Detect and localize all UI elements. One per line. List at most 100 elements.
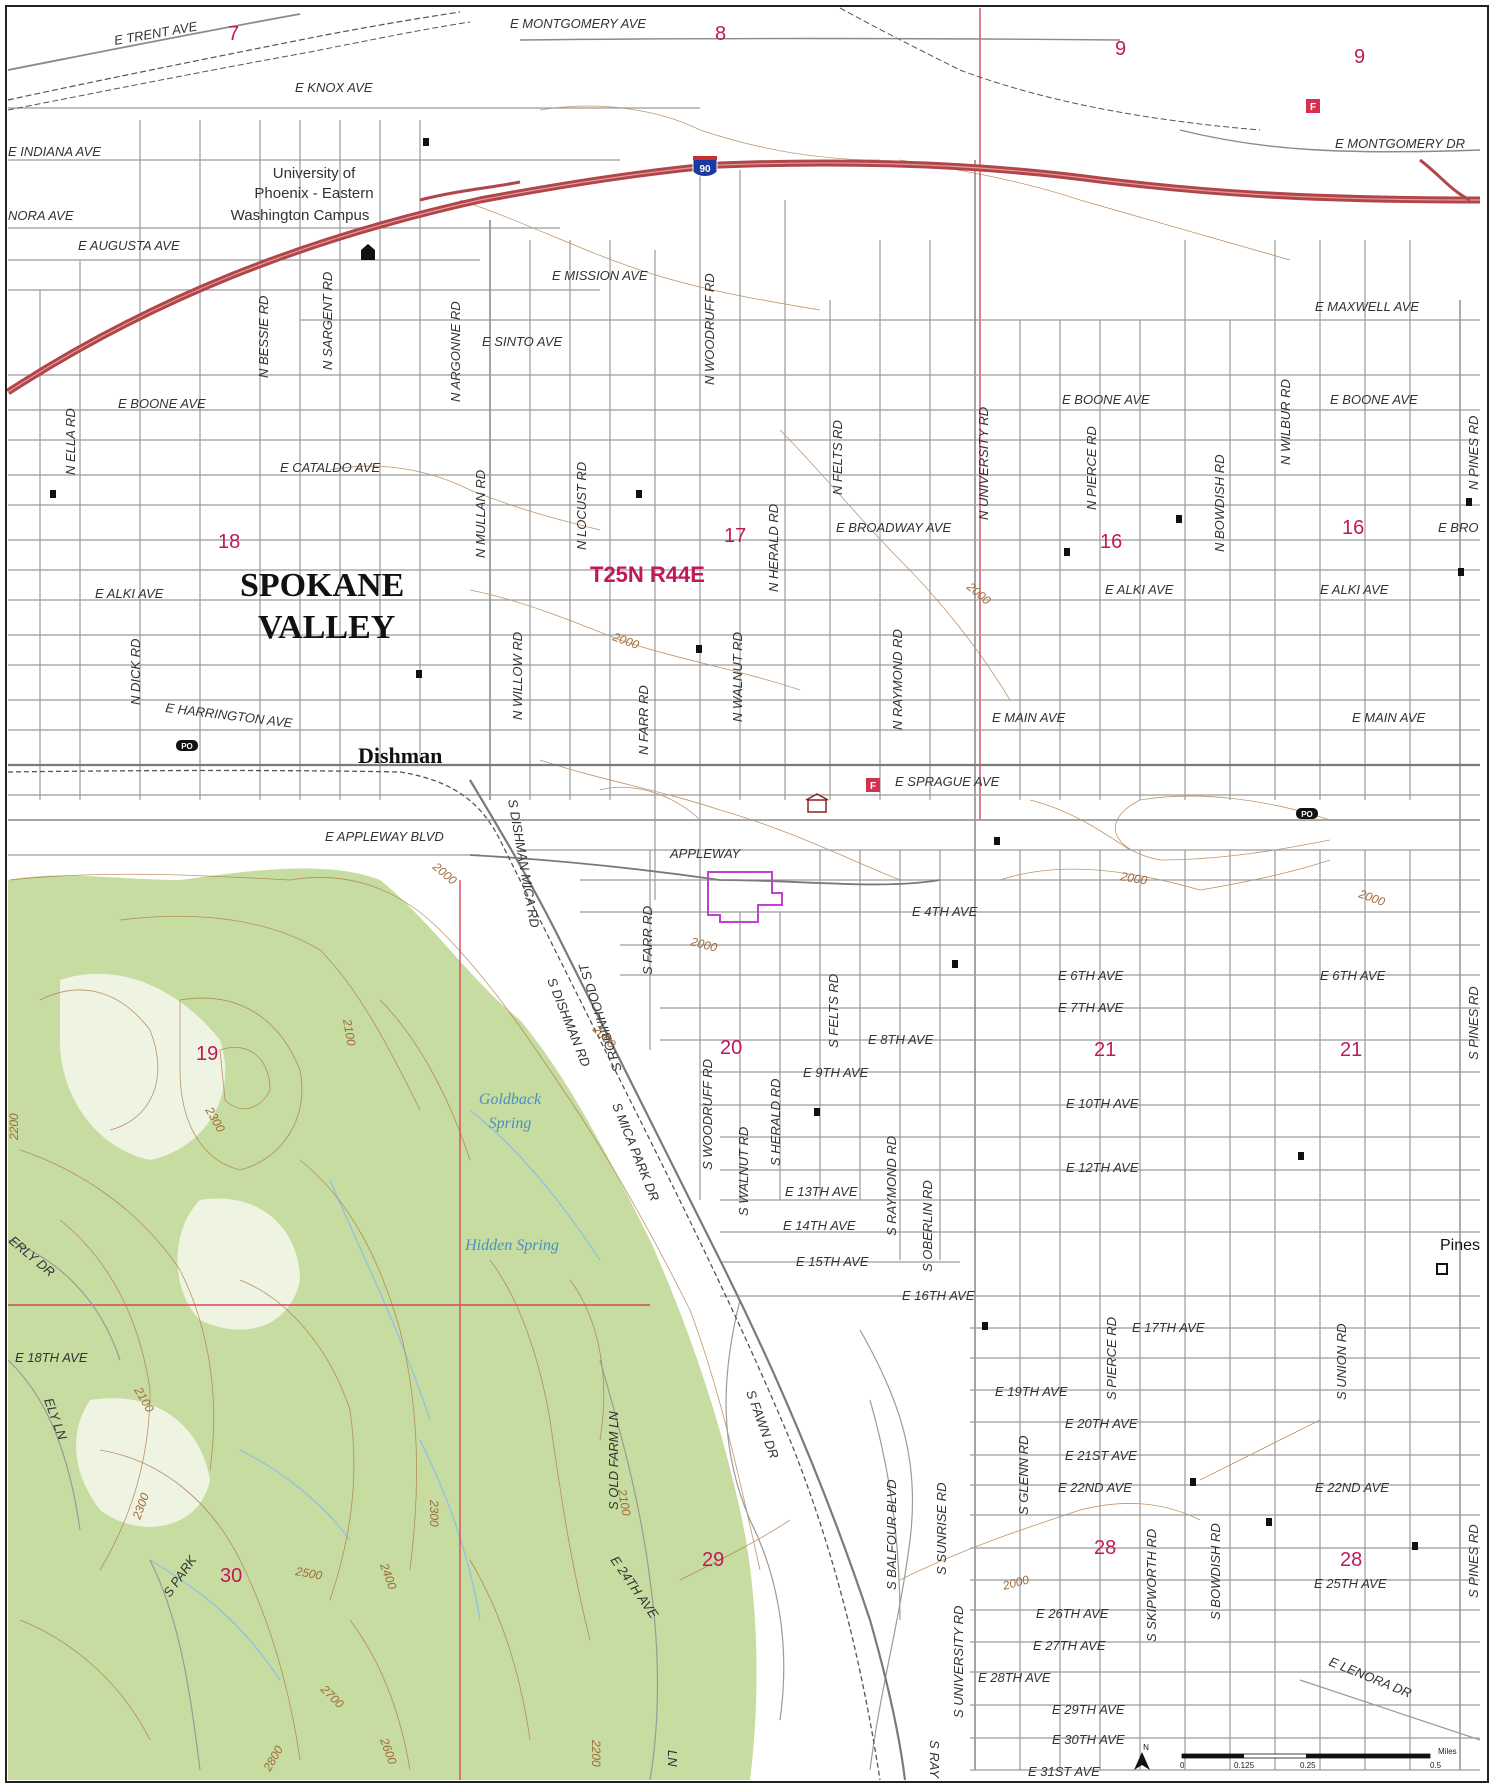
label-21st: E 21ST AVE bbox=[1065, 1448, 1137, 1463]
label-alki-e: E ALKI AVE bbox=[1320, 582, 1389, 597]
label-7th: E 7TH AVE bbox=[1058, 1000, 1124, 1015]
contour-2000-f: 2000 bbox=[1118, 869, 1148, 888]
label-skipworth: S SKIPWORTH RD bbox=[1144, 1529, 1159, 1642]
section-7: 7 bbox=[228, 23, 239, 45]
dishman-mica-road bbox=[469, 779, 907, 1781]
label-augusta: E AUGUSTA AVE bbox=[78, 238, 180, 253]
label-26th: E 26TH AVE bbox=[1036, 1606, 1109, 1621]
label-nora: NORA AVE bbox=[8, 208, 74, 223]
label-sargent: N SARGENT RD bbox=[320, 272, 335, 370]
label-knox: E KNOX AVE bbox=[295, 80, 373, 95]
contour-2000-a: 2000 bbox=[610, 629, 641, 652]
label-university-2: Phoenix - Eastern bbox=[254, 185, 373, 202]
label-maxwell: E MAXWELL AVE bbox=[1315, 299, 1419, 314]
contour-2000-g: 2000 bbox=[1356, 886, 1387, 909]
contour-2200-b: 2200 bbox=[589, 1739, 603, 1767]
university-icon bbox=[361, 244, 375, 260]
label-walnut-s: S WALNUT RD bbox=[736, 1127, 751, 1216]
museum-icon bbox=[805, 793, 829, 813]
scale-unit: Miles bbox=[1438, 1747, 1457, 1756]
scale-tick-0125: 0.125 bbox=[1234, 1761, 1255, 1770]
label-22nd-e: E 22ND AVE bbox=[1315, 1480, 1389, 1495]
section-numbers: 7 8 9 9 18 17 16 16 19 20 21 21 30 29 28… bbox=[196, 23, 1365, 1587]
label-farr-n: N FARR RD bbox=[636, 685, 651, 755]
label-10th: E 10TH AVE bbox=[1066, 1096, 1139, 1111]
label-17th: E 17TH AVE bbox=[1132, 1320, 1205, 1335]
interstate-shield-label: 90 bbox=[699, 164, 711, 175]
label-bessie: N BESSIE RD bbox=[256, 296, 271, 378]
section-9b: 9 bbox=[1354, 46, 1365, 68]
label-boone-w: E BOONE AVE bbox=[118, 396, 206, 411]
label-herald-n: N HERALD RD bbox=[766, 504, 781, 592]
label-valley: VALLEY bbox=[258, 609, 395, 646]
label-sprague: E SPRAGUE AVE bbox=[895, 774, 1000, 789]
label-cataldo: E CATALDO AVE bbox=[280, 460, 381, 475]
label-13th: E 13TH AVE bbox=[785, 1184, 858, 1199]
label-mission: E MISSION AVE bbox=[552, 268, 648, 283]
label-20th: E 20TH AVE bbox=[1065, 1416, 1138, 1431]
label-dishman-mica: S DISHMAN MICA RD bbox=[505, 798, 542, 929]
label-sunrise: S SUNRISE RD bbox=[934, 1483, 949, 1575]
label-old-farm: S OLD FARM LN bbox=[606, 1411, 621, 1510]
contour-2200: 2200 bbox=[7, 1113, 21, 1141]
section-19: 19 bbox=[196, 1043, 218, 1065]
label-14th: E 14TH AVE bbox=[783, 1218, 856, 1233]
label-19th: E 19TH AVE bbox=[995, 1384, 1068, 1399]
i90-ramp bbox=[419, 180, 521, 202]
label-12th: E 12TH AVE bbox=[1066, 1160, 1139, 1175]
contour-2100-b: 2100 bbox=[615, 1487, 634, 1517]
label-18th: E 18TH AVE bbox=[15, 1350, 88, 1365]
label-alki-w: E ALKI AVE bbox=[95, 586, 164, 601]
section-28a: 28 bbox=[1094, 1537, 1116, 1559]
montgomery-dr bbox=[1179, 129, 1481, 153]
label-harrington: E HARRINGTON AVE bbox=[165, 700, 294, 731]
contour-2000-d: 2000 bbox=[688, 934, 719, 955]
label-union: S UNION RD bbox=[1334, 1323, 1349, 1400]
label-indiana: E INDIANA AVE bbox=[8, 144, 101, 159]
label-broadway-e: E BRO bbox=[1438, 520, 1478, 535]
label-university-3: Washington Campus bbox=[231, 207, 370, 224]
label-wilbur: N WILBUR RD bbox=[1278, 379, 1293, 465]
label-broadway: E BROADWAY AVE bbox=[836, 520, 951, 535]
section-20: 20 bbox=[720, 1037, 742, 1059]
contour-2500: 2500 bbox=[293, 1564, 323, 1583]
label-pines-n: N PINES RD bbox=[1466, 416, 1481, 490]
label-s-ray: S RAY bbox=[927, 1740, 942, 1779]
section-9a: 9 bbox=[1115, 38, 1126, 60]
label-boone-c: E BOONE AVE bbox=[1062, 392, 1150, 407]
label-montgomery: E MONTGOMERY AVE bbox=[510, 16, 646, 31]
label-glenn: S GLENN RD bbox=[1016, 1436, 1031, 1515]
section-18: 18 bbox=[218, 531, 240, 553]
label-university-s: S UNIVERSITY RD bbox=[951, 1606, 966, 1718]
label-goldback-2: Spring bbox=[489, 1115, 532, 1132]
label-trent: E TRENT AVE bbox=[113, 19, 199, 48]
label-pines-s2: S PINES RD bbox=[1466, 1524, 1481, 1598]
label-main-e: E MAIN AVE bbox=[1352, 710, 1426, 725]
label-university-1: University of bbox=[273, 165, 356, 182]
label-ella: N ELLA RD bbox=[63, 408, 78, 475]
section-16b: 16 bbox=[1342, 517, 1364, 539]
label-alki-c: E ALKI AVE bbox=[1105, 582, 1174, 597]
label-pierce-n: N PIERCE RD bbox=[1084, 426, 1099, 510]
interstate-90-inner bbox=[7, 162, 1481, 393]
contour-2000-b: 2000 bbox=[963, 579, 993, 608]
label-woodruff-n: N WOODRUFF RD bbox=[702, 273, 717, 385]
label-pines-s: S PINES RD bbox=[1466, 986, 1481, 1060]
label-25th: E 25TH AVE bbox=[1314, 1576, 1387, 1591]
label-montgomery-dr: E MONTGOMERY DR bbox=[1335, 136, 1465, 151]
label-bowdish-n: N BOWDISH RD bbox=[1212, 455, 1227, 553]
label-township: T25N R44E bbox=[590, 562, 705, 587]
i90-ramp-east bbox=[1419, 158, 1471, 202]
place-labels: SPOKANE VALLEY Dishman Pines T25N R44E bbox=[240, 562, 1480, 1254]
section-16a: 16 bbox=[1100, 531, 1122, 553]
scale-tick-025: 0.25 bbox=[1300, 1761, 1316, 1770]
section-17: 17 bbox=[724, 525, 746, 547]
contour-2000-h: 2000 bbox=[1000, 1572, 1031, 1593]
section-21b: 21 bbox=[1340, 1039, 1362, 1061]
section-8: 8 bbox=[715, 23, 726, 45]
label-hidden-spring: Hidden Spring bbox=[464, 1237, 559, 1254]
contour-2000-c: 2000 bbox=[429, 859, 459, 888]
label-16th: E 16TH AVE bbox=[902, 1288, 975, 1303]
